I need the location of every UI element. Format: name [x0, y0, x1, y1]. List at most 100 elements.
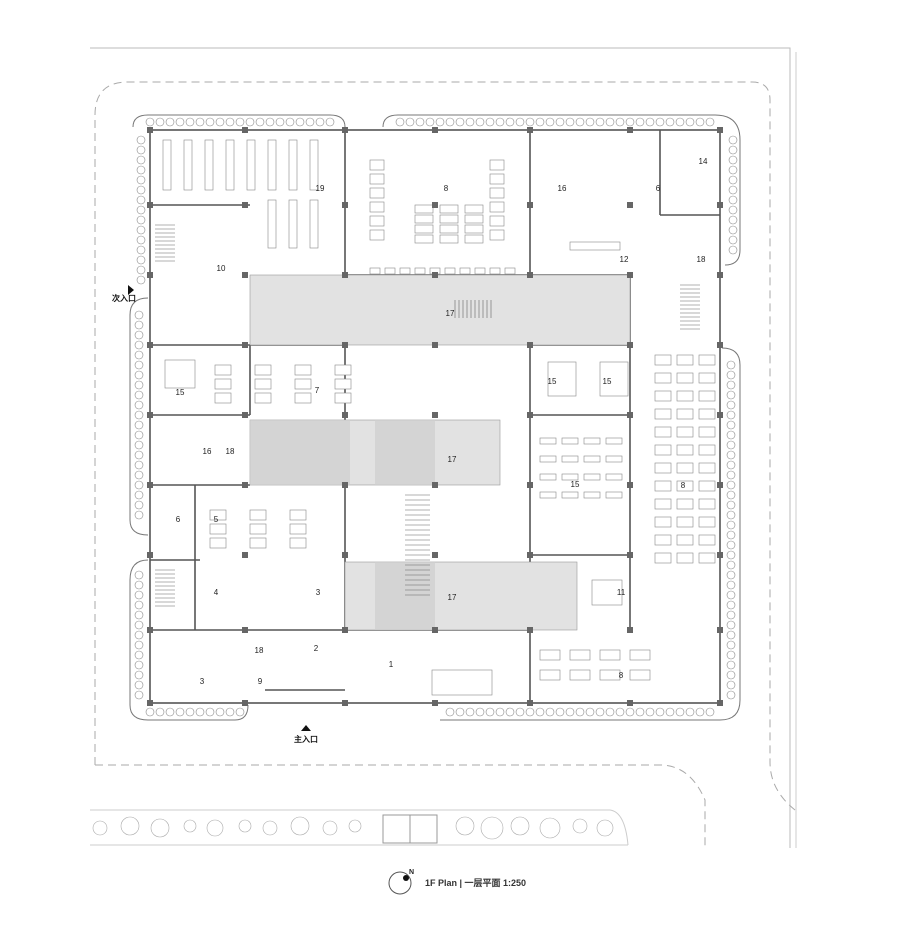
tree-icon — [675, 117, 685, 127]
street-tree-icon — [572, 818, 588, 834]
desk — [676, 498, 694, 510]
tree-icon — [465, 117, 475, 127]
column — [432, 127, 438, 133]
tree-icon — [134, 680, 144, 690]
tree-icon — [134, 460, 144, 470]
room-label: 15 — [603, 377, 612, 386]
tree-icon — [136, 175, 146, 185]
street-tree-icon — [92, 820, 108, 836]
room-label: 18 — [697, 255, 706, 264]
column — [627, 482, 633, 488]
tree-icon — [645, 117, 655, 127]
north-arrow-icon — [388, 871, 412, 895]
column — [242, 482, 248, 488]
tree-icon — [726, 510, 736, 520]
room-label: 17 — [448, 593, 457, 602]
tree-icon — [245, 117, 255, 127]
tree-icon — [134, 390, 144, 400]
desk — [246, 139, 256, 191]
tree-icon — [625, 117, 635, 127]
tree-icon — [195, 707, 205, 717]
tree-icon — [665, 707, 675, 717]
desk — [249, 523, 267, 535]
desk — [654, 390, 672, 402]
tree-icon — [134, 610, 144, 620]
tree-icon — [565, 117, 575, 127]
tree-icon — [165, 117, 175, 127]
desk — [599, 649, 621, 661]
column — [717, 202, 723, 208]
desk — [369, 267, 381, 275]
column — [242, 272, 248, 278]
desk — [384, 267, 396, 275]
tree-icon — [685, 707, 695, 717]
tree-icon — [726, 430, 736, 440]
column — [717, 127, 723, 133]
column — [147, 482, 153, 488]
tree-icon — [255, 117, 265, 127]
desk — [569, 649, 591, 661]
desk — [474, 267, 486, 275]
secondary-entrance-label: 次入口 — [112, 293, 136, 303]
tree-icon — [265, 117, 275, 127]
tree-icon — [705, 707, 715, 717]
tree-icon — [136, 265, 146, 275]
desk — [698, 426, 716, 438]
tree-icon — [695, 707, 705, 717]
tree-icon — [395, 117, 405, 127]
room-label: 3 — [316, 588, 321, 597]
street-tree-icon — [455, 816, 475, 836]
desk — [676, 354, 694, 366]
street-tree-icon — [183, 819, 197, 833]
tree-icon — [535, 707, 545, 717]
tree-group — [92, 117, 738, 840]
street-tree-icon — [539, 817, 561, 839]
secondary-entrance-arrow — [128, 285, 134, 295]
tree-icon — [455, 707, 465, 717]
tree-icon — [136, 275, 146, 285]
tree-icon — [134, 570, 144, 580]
north-dot — [403, 875, 409, 881]
tree-icon — [635, 117, 645, 127]
north-label: N — [409, 869, 414, 876]
tree-icon — [136, 215, 146, 225]
column — [717, 552, 723, 558]
room-label: 6 — [656, 184, 661, 193]
column — [147, 700, 153, 706]
tree-icon — [615, 707, 625, 717]
column — [147, 342, 153, 348]
room-label: 19 — [316, 184, 325, 193]
desk — [214, 364, 232, 376]
desk — [459, 267, 471, 275]
tree-icon — [726, 580, 736, 590]
street-tree-icon — [480, 816, 504, 840]
street-tree-icon — [206, 819, 224, 837]
column — [527, 552, 533, 558]
tree-icon — [215, 117, 225, 127]
tree-icon — [134, 500, 144, 510]
tree-icon — [726, 570, 736, 580]
tree-icon — [726, 470, 736, 480]
column — [627, 552, 633, 558]
desk — [654, 480, 672, 492]
column — [147, 552, 153, 558]
tree-icon — [675, 707, 685, 717]
tree-icon — [145, 707, 155, 717]
main-entrance-arrow — [301, 725, 311, 731]
tree-icon — [728, 205, 738, 215]
room-label: 16 — [558, 184, 567, 193]
desk — [698, 552, 716, 564]
desk — [209, 509, 227, 521]
tree-icon — [134, 620, 144, 630]
desk — [605, 473, 623, 481]
tree-icon — [285, 117, 295, 127]
column — [717, 627, 723, 633]
desk — [676, 516, 694, 528]
desk — [489, 229, 505, 241]
column — [342, 272, 348, 278]
tree-icon — [525, 117, 535, 127]
desk — [698, 444, 716, 456]
tree-icon — [726, 380, 736, 390]
tree-icon — [136, 235, 146, 245]
desk — [414, 214, 434, 224]
